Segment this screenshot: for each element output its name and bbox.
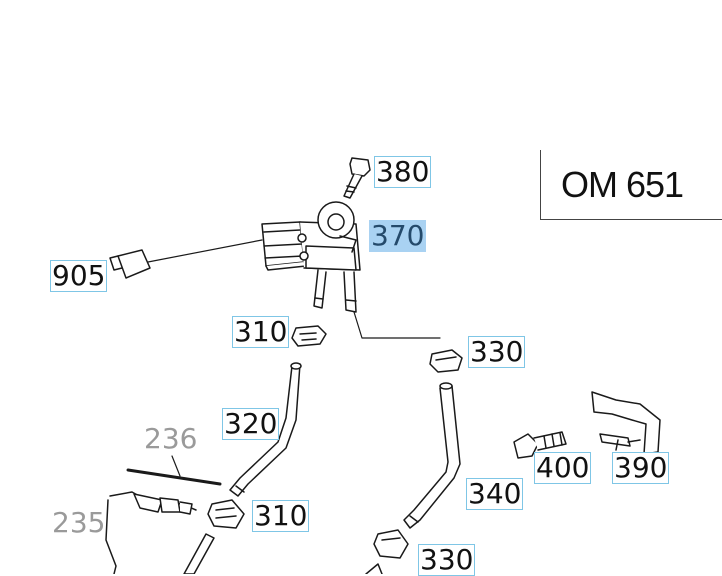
callout-380[interactable]: 380 (374, 155, 432, 188)
callout-310-lower[interactable]: 310 (252, 499, 310, 532)
connector-905-drawing (109, 249, 151, 279)
clamp-330-upper-drawing (429, 349, 463, 373)
callout-330-lower[interactable]: 330 (418, 543, 476, 576)
clamp-310-lower-drawing (207, 499, 245, 529)
callout-330-upper[interactable]: 330 (468, 335, 526, 368)
harness-235-drawing (105, 491, 197, 574)
hose-320-drawing (229, 362, 302, 497)
reference-label-236: 236 (144, 422, 198, 455)
callout-905[interactable]: 905 (50, 259, 108, 292)
pressure-sensor-370-drawing (261, 201, 361, 313)
clamp-330-lower-drawing (373, 529, 409, 559)
engine-label-box: OM 651 (540, 150, 722, 220)
bolt-400-drawing (513, 431, 567, 459)
reference-label-235: 235 (52, 506, 106, 539)
bolt-380-drawing (343, 157, 371, 199)
callout-400[interactable]: 400 (534, 451, 592, 484)
callout-370[interactable]: 370 (369, 219, 427, 252)
engine-label: OM 651 (561, 164, 684, 205)
callout-310-upper[interactable]: 310 (232, 315, 290, 348)
callout-390[interactable]: 390 (612, 451, 670, 484)
callout-320[interactable]: 320 (222, 407, 280, 440)
callout-340[interactable]: 340 (466, 477, 524, 510)
bracket-390-drawing (591, 391, 661, 455)
hose-340-drawing (403, 382, 461, 529)
clamp-310-upper-drawing (291, 325, 327, 347)
